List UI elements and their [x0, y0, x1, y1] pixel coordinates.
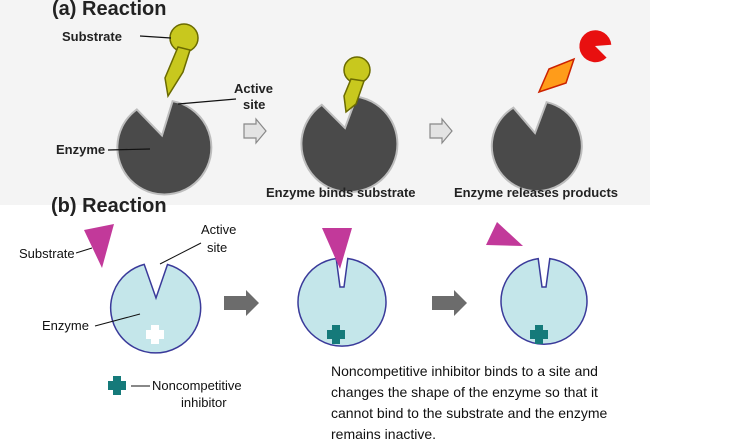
- active-site-a-leader: [177, 98, 237, 105]
- substrate-b-1: [84, 224, 114, 268]
- caption-line: remains inactive.: [331, 426, 437, 442]
- inhibitor-label-2: inhibitor: [181, 395, 227, 410]
- active-site-a-label-2: site: [243, 97, 266, 112]
- inhibitor-legend-icon: [108, 376, 126, 395]
- inhibitor-bound-b-2: [327, 325, 345, 344]
- caption-line: Noncompetitive inhibitor binds to a site…: [331, 363, 598, 379]
- caption-line: cannot bind to the substrate and the enz…: [331, 405, 608, 421]
- arrow-a-2: [429, 117, 453, 145]
- substrate-a-1: [164, 23, 199, 99]
- inhibitor-bound-b-3: [530, 325, 548, 344]
- substrate-b-3: [486, 222, 523, 246]
- substrate-a-2: [343, 56, 371, 114]
- substrate-a-leader: [139, 35, 172, 39]
- panel-b-title: (b) Reaction: [51, 195, 167, 217]
- enzyme-a-3: [490, 101, 583, 193]
- arrow-a-1: [243, 117, 267, 145]
- enzyme-b-1: [109, 263, 202, 354]
- enzyme-b-label: Enzyme: [42, 318, 89, 333]
- inhibitor-explanation: Noncompetitive inhibitor binds to a site…: [331, 361, 661, 445]
- arrow-b-1: [224, 290, 259, 316]
- enzyme-a-leader: [107, 148, 151, 151]
- substrate-b-label: Substrate: [19, 246, 75, 261]
- enzyme-b-2: [297, 257, 387, 347]
- arrow-b-2: [432, 290, 467, 316]
- inhibitor-label-1: Noncompetitive: [152, 378, 242, 393]
- enzyme-b-leader: [94, 313, 141, 327]
- active-site-a-label-1: Active: [234, 81, 274, 96]
- allosteric-site-empty: [146, 325, 164, 344]
- step3-caption: Enzyme releases products: [454, 185, 619, 200]
- active-site-b-leader: [159, 242, 202, 265]
- product-orange: [537, 57, 576, 94]
- step2-caption: Enzyme binds substrate: [266, 185, 416, 200]
- caption-line: changes the shape of the enzyme so that …: [331, 384, 598, 400]
- product-red: [579, 30, 612, 63]
- enzyme-a-1: [116, 100, 213, 196]
- active-site-b-label-1: Active: [201, 222, 237, 237]
- enzyme-a-2: [300, 95, 399, 194]
- enzyme-a-label: Enzyme: [56, 142, 106, 157]
- substrate-b-2: [322, 228, 352, 269]
- panel-a-title: (a) Reaction: [52, 0, 167, 20]
- active-site-b-label-2: site: [207, 240, 228, 255]
- substrate-b-leader: [75, 247, 93, 254]
- substrate-a-label: Substrate: [62, 29, 122, 44]
